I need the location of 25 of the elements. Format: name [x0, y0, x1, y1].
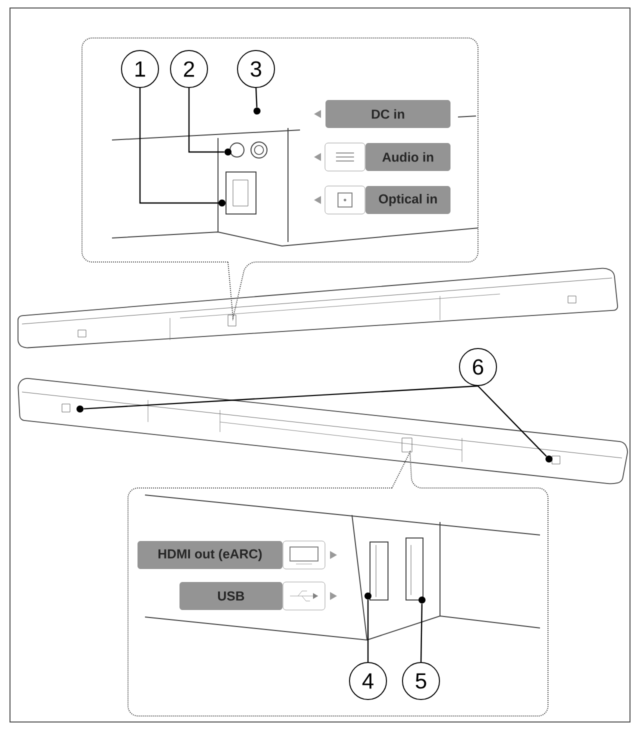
port-label: Audio in [366, 143, 450, 171]
leader-line [255, 88, 258, 108]
leader-line [188, 88, 224, 153]
port-label: HDMI out (eARC) [138, 541, 282, 569]
port-label: DC in [326, 100, 450, 128]
leader-line [84, 385, 478, 410]
port-dot [546, 456, 552, 462]
callout-number: 1 [121, 50, 159, 88]
leader-line [367, 600, 369, 662]
port-dot [218, 200, 226, 206]
port-label: USB [180, 582, 282, 610]
callout-number: 2 [170, 50, 208, 88]
callout-number: 3 [237, 50, 275, 88]
port-label: Optical in [366, 186, 450, 214]
callout-number: 5 [402, 662, 440, 700]
port-dot [364, 592, 372, 600]
port-dot [254, 108, 260, 114]
port-dot [76, 406, 84, 412]
port-dot [418, 596, 426, 604]
callout-number: 6 [459, 348, 497, 386]
leader-line [139, 88, 218, 204]
leader-line [420, 604, 423, 662]
leader-line [478, 386, 547, 457]
port-dot [224, 148, 232, 156]
callout-number: 4 [349, 662, 387, 700]
